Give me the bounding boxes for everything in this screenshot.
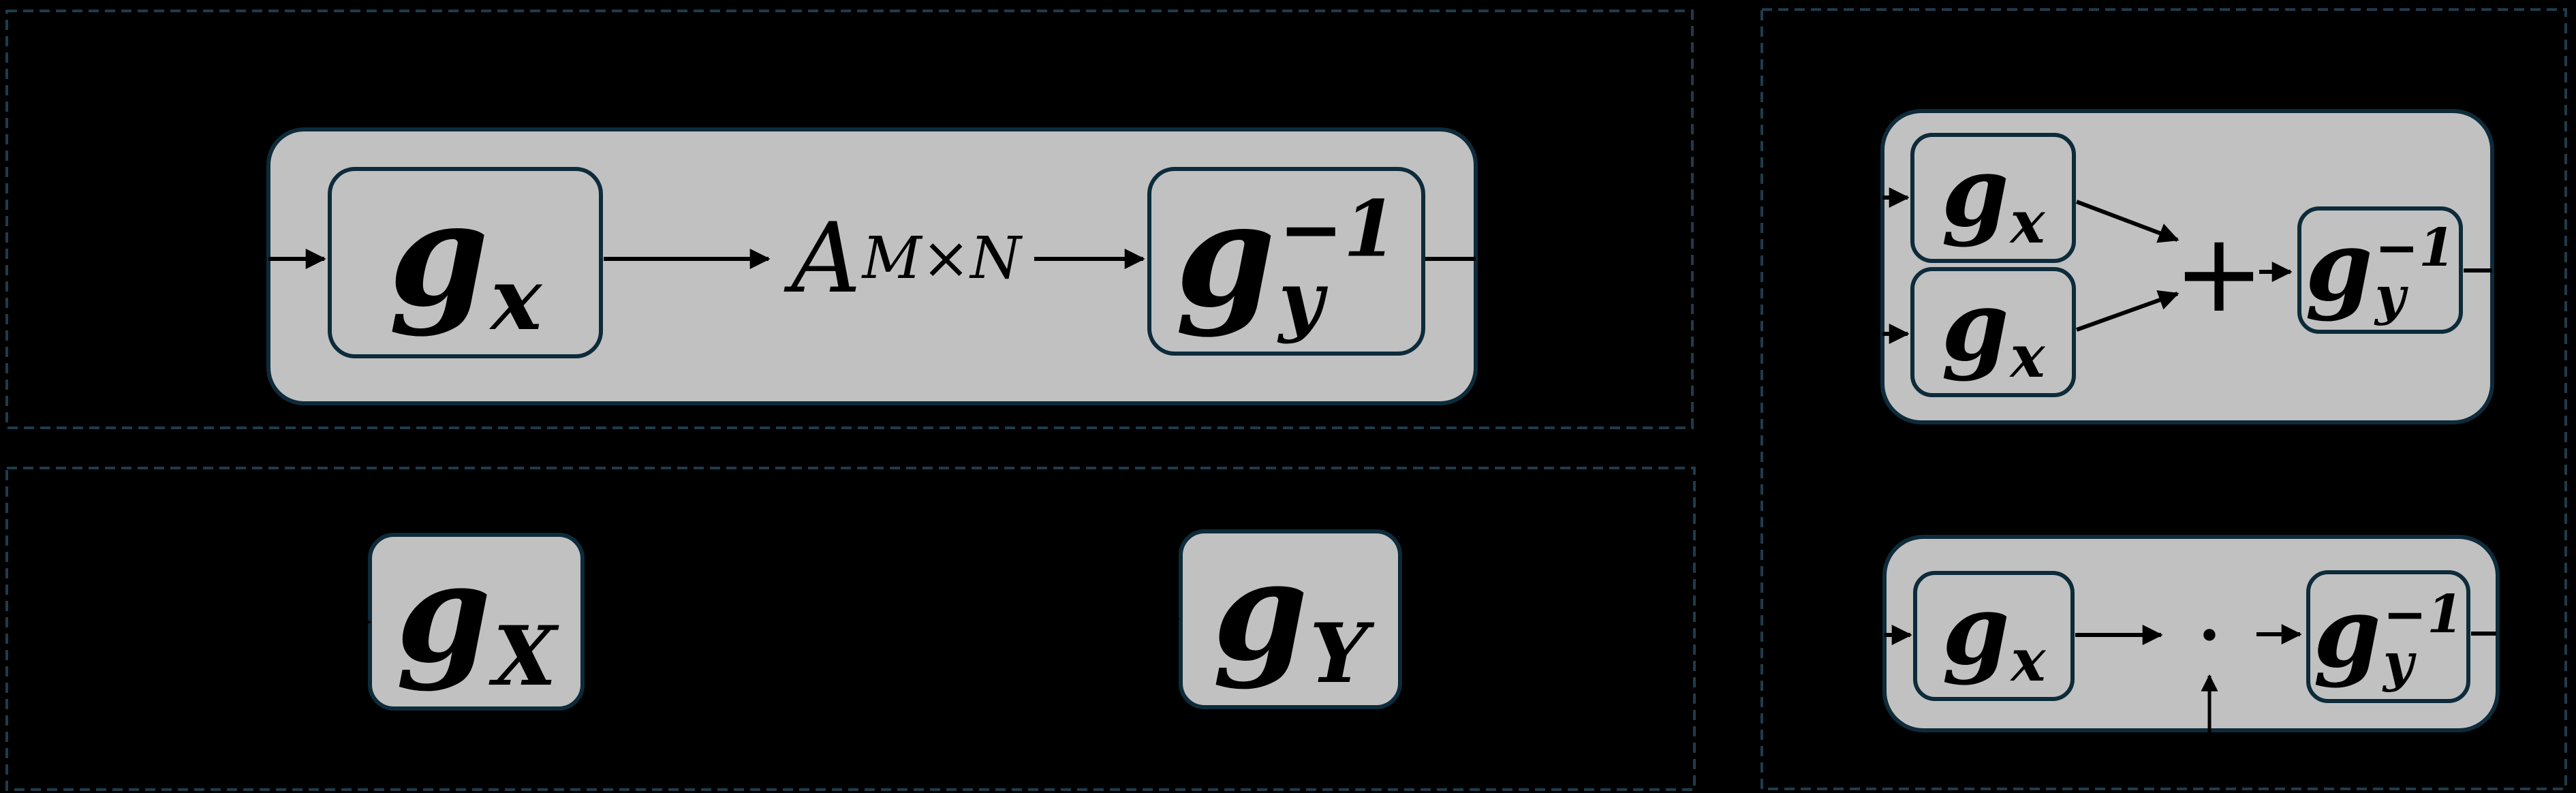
gx-cap-label: gX [396, 533, 557, 704]
plus-operator-icon: + [2173, 209, 2265, 337]
gx-label: gx [388, 170, 542, 350]
product-gx-label: gx [1942, 574, 2046, 695]
sum-gx-label-1: gx [1941, 136, 2045, 257]
sum-gx-box-2: gx [1910, 267, 2076, 397]
stub-arrowhead-gy-cap-left [1163, 609, 1180, 628]
dot-operator-icon: • [2197, 612, 2222, 660]
gy-cap-label: gY [1213, 531, 1368, 702]
panel-bottom-left [5, 467, 1696, 791]
product-gx-box: gx [1913, 571, 2075, 701]
gx-box: gx [328, 167, 603, 358]
sum-gx-box-1: gx [1910, 133, 2076, 263]
gx-cap-box: gX [368, 533, 585, 711]
sum-gx-label-2: gx [1941, 270, 2045, 391]
gy-cap-box: gY [1179, 529, 1402, 709]
